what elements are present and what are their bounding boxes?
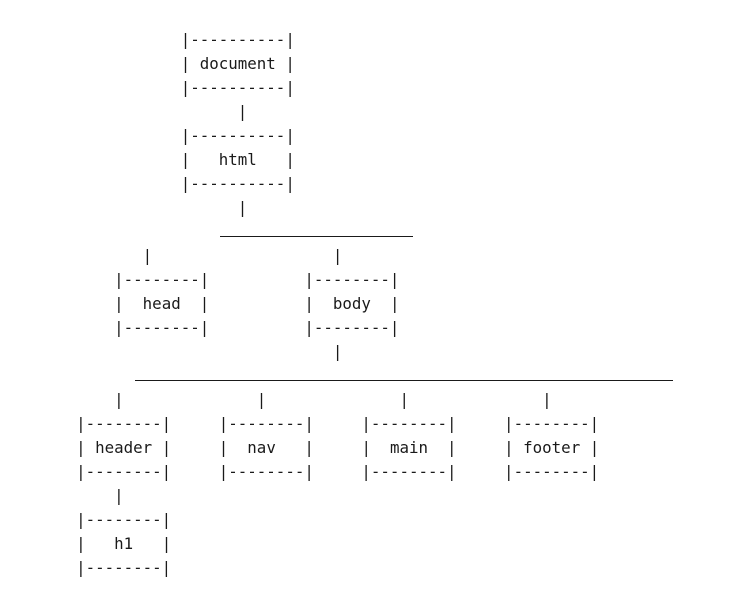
body-children-branch-line bbox=[135, 380, 673, 381]
nav-label: nav bbox=[247, 438, 276, 457]
body-children-box-middle: | header | | nav | | main | | footer | bbox=[0, 438, 600, 457]
header-label: header bbox=[95, 438, 153, 457]
html-box-bottom: |----------| bbox=[0, 174, 295, 193]
main-label: main bbox=[389, 438, 429, 457]
document-label: document bbox=[199, 54, 276, 73]
html-box-top: |----------| bbox=[0, 126, 295, 145]
html-down-connector: | bbox=[0, 198, 248, 217]
head-body-connectors: | | bbox=[0, 246, 343, 265]
head-body-box-bottom: |--------| |--------| bbox=[0, 318, 400, 337]
html-children-branch-line bbox=[220, 236, 413, 237]
body-children-box-top: |--------| |--------| |--------| |------… bbox=[0, 414, 600, 433]
h1-box-top: |--------| bbox=[0, 510, 172, 529]
body-down-connector: | bbox=[0, 342, 343, 361]
header-down-connector: | bbox=[0, 486, 124, 505]
body-children-connectors: | | | | bbox=[0, 390, 552, 409]
head-body-box-middle: | head | | body | bbox=[0, 294, 400, 313]
h1-box-bottom: |--------| bbox=[0, 558, 172, 577]
document-to-html-connector: | bbox=[0, 102, 248, 121]
head-body-box-top: |--------| |--------| bbox=[0, 270, 400, 289]
document-box-bottom: |----------| bbox=[0, 78, 295, 97]
h1-label: h1 bbox=[114, 534, 134, 553]
head-label: head bbox=[142, 294, 181, 313]
body-children-box-bottom: |--------| |--------| |--------| |------… bbox=[0, 462, 600, 481]
footer-label: footer bbox=[523, 438, 581, 457]
html-box-middle: | html | bbox=[0, 150, 295, 169]
html-label: html bbox=[218, 150, 257, 169]
h1-box-middle: | h1 | bbox=[0, 534, 172, 553]
body-label: body bbox=[332, 294, 371, 313]
document-box-middle: | document | bbox=[0, 54, 295, 73]
document-box-top: |----------| bbox=[0, 30, 295, 49]
